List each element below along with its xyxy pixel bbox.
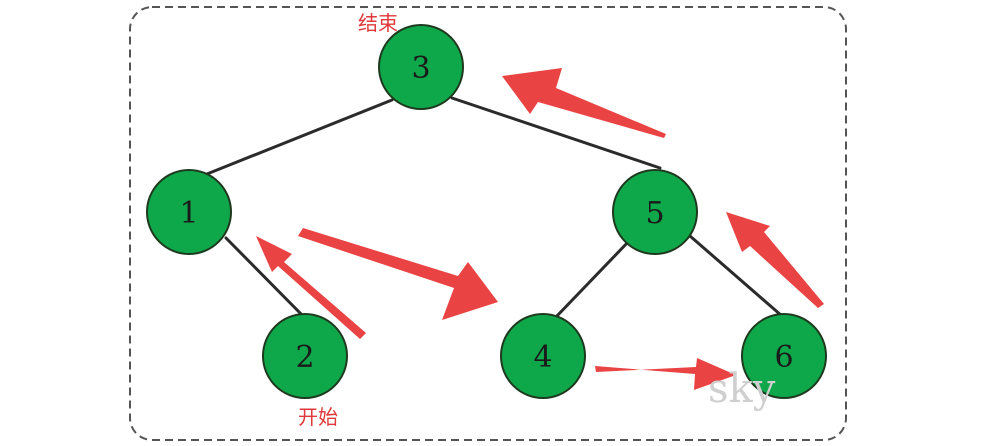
arrow-4-to-6 <box>595 358 736 390</box>
start-caption: 开始 <box>298 405 338 429</box>
tree-node-1: 1 <box>146 169 232 255</box>
arrow-1-to-4 <box>298 228 498 320</box>
edge-5-6 <box>688 234 784 318</box>
edge-3-1 <box>200 98 394 178</box>
tree-node-5: 5 <box>612 169 698 255</box>
tree-edges <box>200 96 784 320</box>
node-label: 3 <box>411 51 430 86</box>
edge-1-2 <box>224 236 307 320</box>
node-circle <box>262 313 348 399</box>
node-circle <box>741 313 827 399</box>
node-label: 2 <box>295 340 314 375</box>
end-caption: 结束 <box>358 11 398 35</box>
diagram-border <box>129 6 847 441</box>
tree-node-4: 4 <box>500 313 586 399</box>
node-label: 6 <box>774 340 793 375</box>
tree-nodes: 3 1 5 2 4 6 <box>146 24 827 399</box>
edge-3-5 <box>450 96 662 170</box>
node-label: 4 <box>533 340 552 375</box>
arrow-2-to-1 <box>256 236 366 339</box>
arrow-5-to-3 <box>502 68 666 138</box>
node-label: 1 <box>179 196 198 231</box>
node-circle <box>146 169 232 255</box>
arrow-6-to-5 <box>726 212 824 308</box>
tree-node-2: 2 <box>262 313 348 399</box>
tree-node-3: 3 <box>378 24 464 110</box>
watermark: sky <box>708 366 776 412</box>
tree-node-6: 6 <box>741 313 827 399</box>
edge-5-4 <box>553 238 632 320</box>
node-circle <box>612 169 698 255</box>
node-circle <box>378 24 464 110</box>
node-circle <box>500 313 586 399</box>
node-label: 5 <box>645 196 664 231</box>
traversal-arrows <box>256 68 824 390</box>
